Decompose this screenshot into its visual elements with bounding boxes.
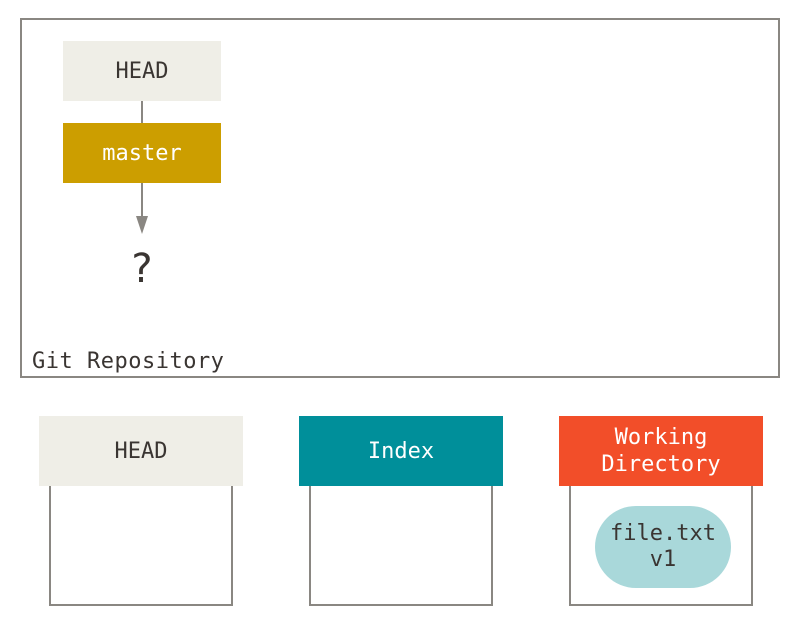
working-directory-tree-header: Working Directory [559,416,763,486]
unknown-commit: ? [131,246,153,292]
head-ref-label: HEAD [115,58,169,84]
working-directory-tree: Working Directory file.txt v1 [559,416,763,606]
file-name: file.txt [610,521,716,546]
repository-label: Git Repository [32,349,225,374]
head-tree-body [49,480,233,606]
index-tree-title: Index [367,438,435,464]
master-branch-ref: master [63,123,221,183]
head-tree: HEAD [39,416,243,606]
index-tree: Index [299,416,503,606]
head-ref: HEAD [63,41,221,101]
working-directory-title-line1: Working [614,425,708,450]
file-version: v1 [649,547,677,572]
head-tree-title: HEAD [114,438,168,464]
file-blob: file.txt v1 [595,506,731,588]
git-repository-box: HEAD master ? Git Repository [20,18,780,378]
arrow-down-icon [136,216,148,234]
head-to-master-connector [141,101,143,123]
working-directory-title-line2: Directory [601,452,721,477]
index-tree-header: Index [299,416,503,486]
head-tree-header: HEAD [39,416,243,486]
working-directory-tree-body [569,480,753,606]
master-pointer-line [141,183,143,217]
index-tree-body [309,480,493,606]
master-branch-label: master [102,140,182,166]
